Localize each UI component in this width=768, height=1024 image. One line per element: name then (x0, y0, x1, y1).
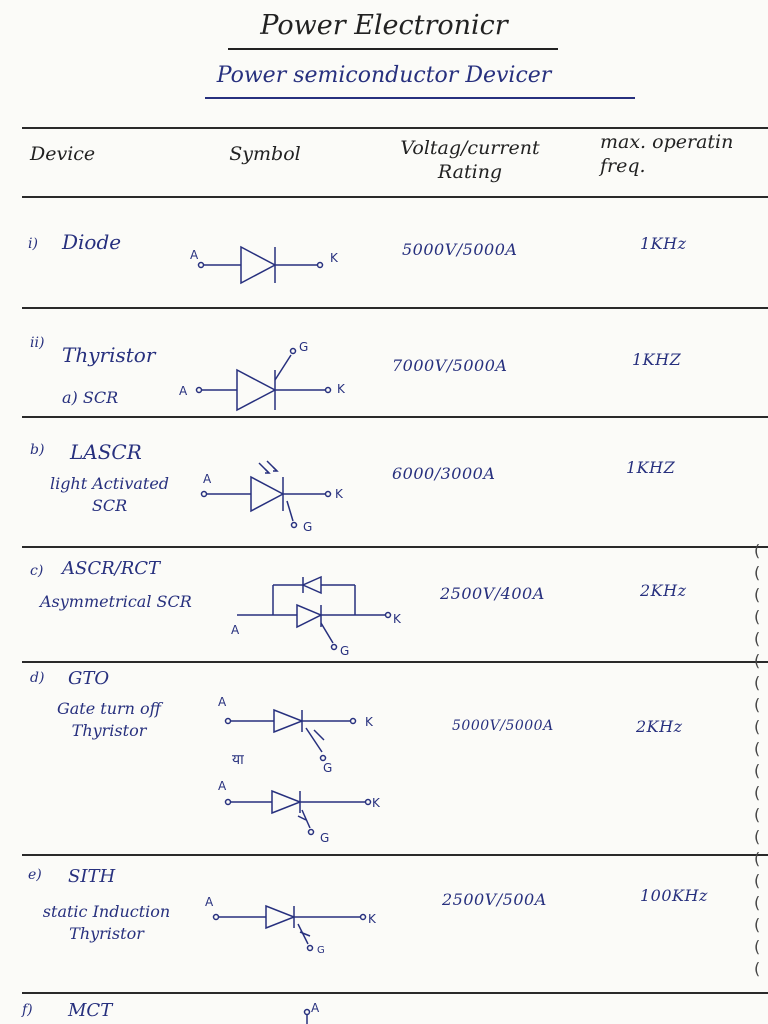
freq-value: 100KHz (640, 886, 708, 905)
device-name: Thyristor (62, 343, 156, 367)
device-subname: static Induction Thyristor (42, 902, 171, 943)
rating-value: 7000V/5000A (392, 356, 508, 375)
cathode-label: K (337, 382, 346, 396)
mct-symbol: A (303, 1001, 320, 1024)
row-number: b) (30, 442, 45, 458)
anode-label: A (218, 779, 227, 793)
device-subname: Asymmetrical SCR (40, 592, 192, 611)
device-name: Diode (62, 230, 122, 254)
gate-label: G (317, 945, 325, 956)
anode-label: A (203, 472, 212, 486)
row-number: c) (30, 563, 44, 579)
row-number: e) (28, 867, 42, 883)
freq-value: 1KHz (640, 234, 687, 253)
anode-label: A (190, 248, 199, 262)
row-rule (22, 546, 768, 548)
cathode-label: K (372, 796, 381, 810)
gto-symbol: A K G या A K G (218, 695, 381, 845)
rating-value: 6000/3000A (392, 464, 496, 483)
scr-symbol: A K G (179, 340, 346, 412)
device-subname: light Activated SCR (49, 474, 170, 515)
spiral-binding: ((((( ((((( ((((( ((((( (754, 541, 761, 978)
device-name: SITH (68, 866, 116, 887)
device-subname: a) SCR (62, 388, 119, 407)
cathode-label: K (330, 251, 339, 265)
freq-value: 2KHz (636, 717, 683, 736)
gate-label: G (340, 644, 349, 658)
device-subname: Gate turn off Thyristor (56, 699, 162, 740)
sith-symbol: A K G (205, 895, 377, 956)
header-rating: Voltag/current Rating (400, 137, 540, 183)
rating-value: 2500V/400A (440, 584, 545, 603)
freq-value: 1KHZ (626, 458, 676, 477)
device-name: MCT (68, 1000, 113, 1021)
row-rule (22, 307, 768, 309)
table-top-rule (22, 127, 768, 129)
subtitle-underline (205, 97, 635, 99)
freq-value: 1KHZ (632, 350, 682, 369)
cathode-label: K (335, 487, 344, 501)
device-name: GTO (68, 668, 110, 689)
gate-label: G (320, 831, 329, 845)
row-rule (22, 416, 768, 418)
lascr-symbol: A K G (200, 460, 344, 534)
row-number: ii) (30, 335, 45, 351)
rating-value: 5000V/5000A (402, 240, 518, 259)
rating-value: 2500V/500A (442, 890, 547, 909)
cathode-label: K (393, 612, 402, 626)
cathode-label: K (368, 912, 377, 926)
row-rule (22, 661, 768, 663)
anode-label: A (205, 895, 214, 909)
gate-label: G (323, 761, 332, 775)
diode-symbol: A K (190, 245, 339, 285)
or-label: या (232, 752, 244, 768)
anode-label: A (231, 623, 240, 637)
row-number: i) (28, 236, 38, 252)
gate-label: G (299, 340, 308, 354)
ascr-symbol: A K G (231, 575, 402, 658)
header-device: Device (30, 143, 96, 165)
gate-label: G (303, 520, 312, 534)
header-bottom-rule (22, 196, 768, 198)
row-number: f) (22, 1002, 33, 1018)
device-name: LASCR (70, 440, 142, 464)
device-name: ASCR/RCT (62, 558, 161, 579)
row-rule (22, 854, 768, 856)
page-subtitle: Power semiconductor Devicer (216, 63, 552, 88)
rating-value: 5000V/5000A (452, 718, 554, 734)
header-freq: max. operatin freq. (600, 131, 734, 177)
page-title: Power Electronicr (260, 10, 508, 41)
anode-label: A (218, 695, 227, 709)
freq-value: 2KHz (640, 581, 687, 600)
header-symbol: Symbol (229, 143, 301, 165)
cathode-label: K (365, 715, 374, 729)
anode-label: A (311, 1001, 320, 1015)
row-rule (22, 992, 768, 994)
anode-label: A (179, 384, 188, 398)
row-number: d) (30, 670, 45, 686)
title-underline (228, 48, 558, 50)
